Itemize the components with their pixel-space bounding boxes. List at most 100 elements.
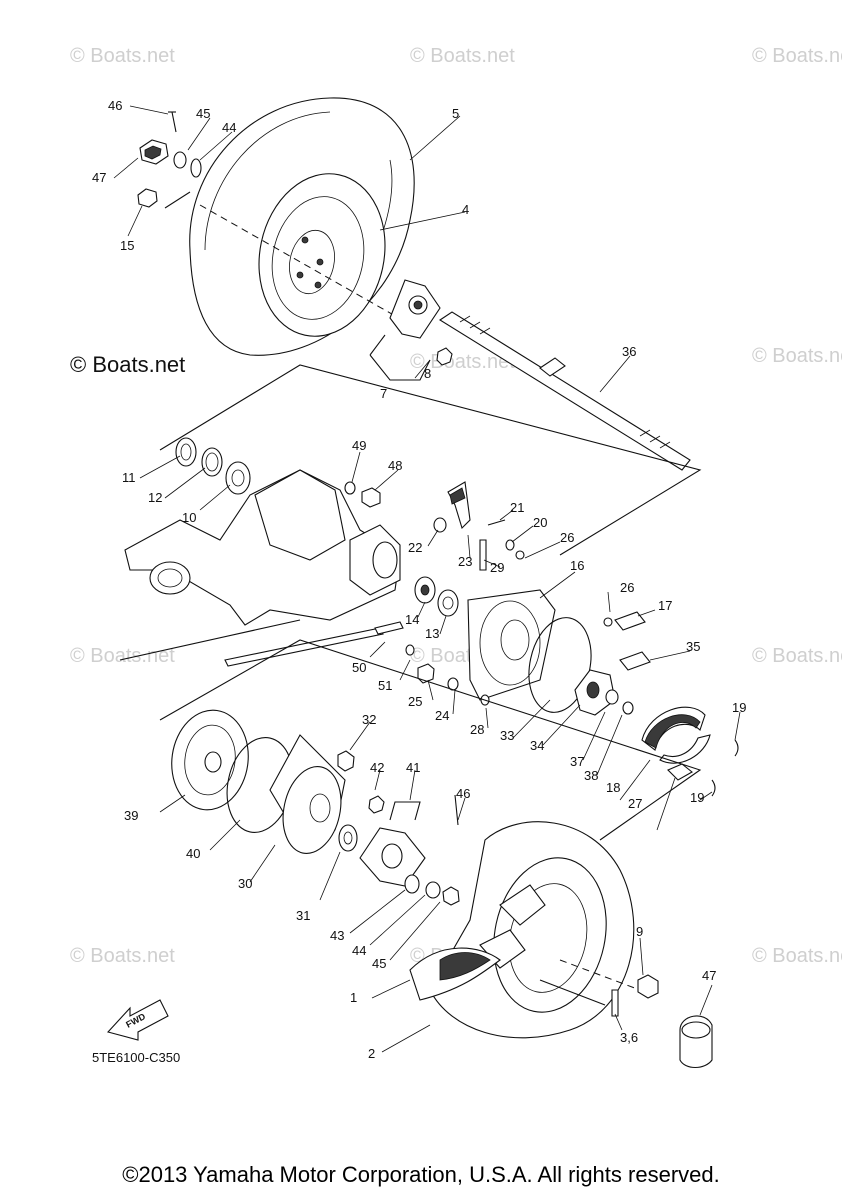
callout: 44: [352, 943, 366, 958]
callout-labels: 46 45 44 47 15 5 4 7 8 36 11 12 10 49 48…: [92, 98, 746, 1061]
plate-washer: [404, 874, 420, 894]
callout: 26: [560, 530, 574, 545]
wheel-nut: [137, 188, 158, 208]
brake-panel-housing: [467, 589, 556, 701]
o-ring: [603, 617, 613, 627]
callout: 35: [686, 639, 700, 654]
brake-panel: [467, 589, 556, 701]
lug-hole: [316, 258, 324, 266]
castle-nut: [442, 886, 460, 906]
callout: 9: [636, 924, 643, 939]
hub-center: [381, 843, 403, 869]
callout: 29: [490, 560, 504, 575]
oil-seal: [437, 589, 459, 617]
cotter-pin: [454, 794, 459, 826]
rear-hub: [369, 279, 453, 381]
bolt: [619, 651, 651, 671]
bearing: [225, 461, 251, 495]
callout: 11: [122, 470, 136, 485]
pin: [405, 644, 415, 656]
e-clip: [505, 539, 515, 551]
callout: 22: [408, 540, 422, 555]
wheel-hub-face: [289, 229, 335, 295]
wheel-rim-inner: [508, 883, 588, 993]
callout: 8: [424, 366, 431, 381]
hub-bolt: [436, 347, 453, 366]
callout: 25: [408, 694, 422, 709]
boats-net-label: © Boats.net: [70, 352, 185, 377]
callout: 46: [108, 98, 122, 113]
watermark: © Boats.net: [410, 351, 515, 373]
bracket-line: [119, 619, 301, 661]
tire-cutaway-shade: [439, 952, 491, 981]
o-ring: [515, 550, 525, 560]
brake-shoe-lining: [644, 714, 701, 749]
cam-lever-clamp: [449, 487, 466, 505]
watermark: © Boats.net: [752, 945, 842, 967]
bearing-stack: [175, 437, 251, 495]
top-wheel-assembly: [189, 97, 421, 356]
callout: 47: [702, 968, 716, 983]
callout: 39: [124, 808, 138, 823]
rod-end: [374, 621, 404, 635]
callout: 4: [462, 202, 469, 217]
o-ring: [622, 701, 634, 715]
callout: 16: [570, 558, 584, 573]
callout: 3,6: [620, 1030, 638, 1045]
watermark: © Boats.net: [70, 45, 175, 67]
circlip: [201, 447, 223, 477]
brake-drum-face: [282, 766, 342, 854]
drum-cover-inner: [184, 724, 236, 796]
brake-cam-lever: [433, 481, 525, 571]
callout: 51: [378, 678, 392, 693]
callout: 12: [148, 490, 162, 505]
top-hardware: [137, 111, 202, 209]
cam-lever: [447, 481, 471, 530]
oil-seal: [175, 437, 197, 467]
axis-line: [559, 959, 641, 991]
cotter-pin: [171, 111, 177, 133]
spring: [734, 739, 739, 757]
callout: 49: [352, 438, 366, 453]
callout: 27: [628, 796, 642, 811]
washer: [425, 881, 441, 899]
wheel-rim-inner: [271, 196, 365, 320]
washer: [173, 151, 187, 169]
brake-rod: [224, 627, 384, 667]
final-gear-case: [254, 469, 346, 561]
callout: 28: [470, 722, 484, 737]
callout: 41: [406, 760, 420, 775]
wheel-center-disc: [499, 884, 546, 926]
bracket-leader: [389, 801, 421, 821]
watermark: © Boats.net: [70, 645, 175, 667]
oil-seal-inner: [180, 443, 192, 461]
group-bracket: [159, 639, 702, 841]
swingarm-assembly: [124, 469, 401, 626]
axle-shaft: [438, 311, 691, 471]
callout: 21: [510, 500, 524, 515]
exploded-parts-drawing: © Boats.net © Boats.net © Boats.net © Bo…: [70, 45, 842, 1069]
callout: 43: [330, 928, 344, 943]
callout: 26: [620, 580, 634, 595]
drum-cover-center: [204, 751, 222, 773]
group-bracket: [159, 364, 702, 556]
brake-panel-boss: [500, 619, 530, 661]
bracket-leader: [369, 334, 431, 381]
watermark: © Boats.net: [752, 345, 842, 367]
callout: 10: [182, 510, 196, 525]
callout: 31: [296, 908, 310, 923]
valve-stem: [611, 989, 619, 1017]
lever-bolt: [487, 519, 506, 526]
drum-bolt: [337, 750, 355, 772]
wheel-nut: [637, 974, 659, 999]
callout: 19: [690, 790, 704, 805]
callout: 15: [120, 238, 134, 253]
brake-drum-group: [171, 709, 358, 854]
watermark: © Boats.net: [70, 945, 175, 967]
axis-line: [199, 204, 421, 331]
circlip-inner: [205, 452, 219, 472]
callout: 45: [372, 956, 386, 971]
cover-plate-bore: [586, 681, 600, 699]
callout: 30: [238, 876, 252, 891]
